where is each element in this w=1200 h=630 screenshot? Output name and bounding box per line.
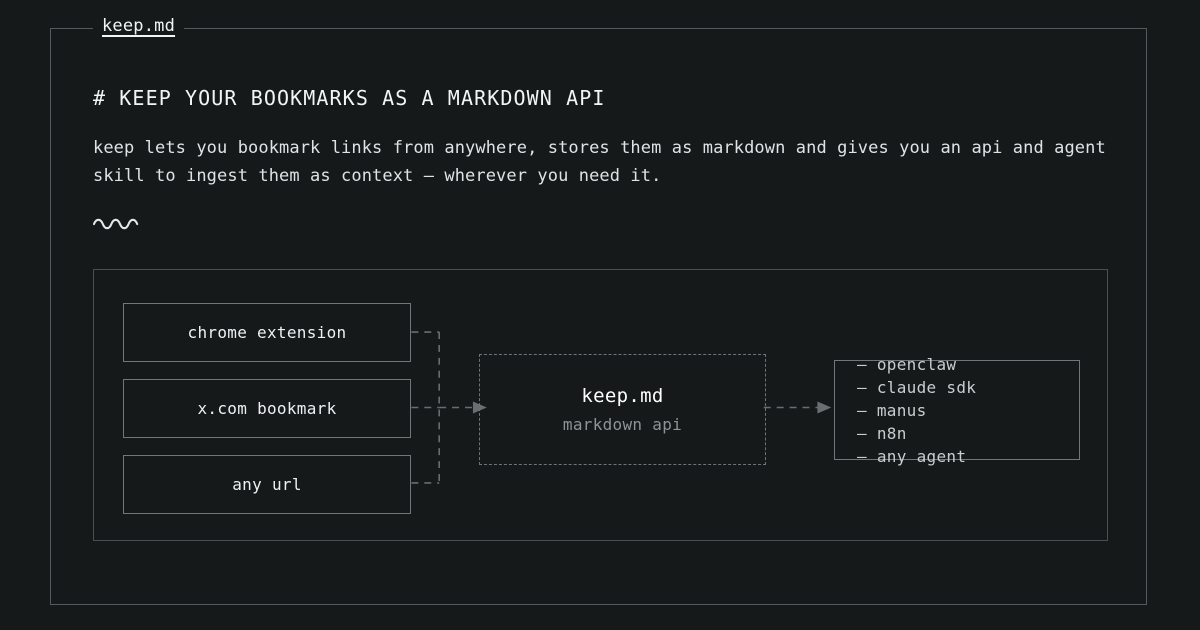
hub-title: keep.md [581, 385, 664, 407]
bullet-dash-icon: — [857, 354, 867, 374]
arrowhead-to-consumers [817, 401, 832, 414]
page-frame: keep.md # KEEP YOUR BOOKMARKS AS A MARKD… [50, 16, 1147, 605]
consumer-label: n8n [876, 423, 907, 443]
bullet-dash-icon: — [857, 400, 867, 420]
architecture-diagram: chrome extension x.com bookmark any url … [93, 269, 1108, 541]
frame-label-keep-md: keep.md [93, 16, 185, 36]
source-label: any url [232, 475, 302, 494]
hub-subtitle: markdown api [562, 415, 683, 434]
consumer-item: — claude sdk [857, 376, 976, 399]
consumer-label: claude sdk [876, 377, 977, 397]
hub-node-keep-md[interactable]: keep.md markdown api [479, 354, 766, 465]
consumer-item: — manus [857, 399, 927, 422]
source-node-x-com-bookmark[interactable]: x.com bookmark [123, 379, 411, 438]
bullet-dash-icon: — [857, 423, 867, 443]
consumers-node[interactable]: — openclaw — claude sdk — manus — n8n — … [834, 355, 1080, 466]
squiggle-divider-icon [92, 215, 139, 230]
consumer-label: openclaw [876, 354, 957, 374]
source-label: chrome extension [187, 323, 347, 342]
consumer-item: — openclaw [857, 353, 956, 376]
bullet-dash-icon: — [857, 377, 867, 397]
source-node-chrome-extension[interactable]: chrome extension [123, 303, 411, 362]
bullet-dash-icon: — [857, 446, 867, 466]
source-node-any-url[interactable]: any url [123, 455, 411, 514]
consumer-label: manus [876, 400, 927, 420]
page-description: keep lets you bookmark links from anywhe… [93, 138, 1106, 186]
consumer-item: — any agent [857, 445, 966, 468]
page-title: # KEEP YOUR BOOKMARKS AS A MARKDOWN API [93, 86, 606, 110]
source-label: x.com bookmark [197, 399, 337, 418]
consumer-label: any agent [876, 446, 967, 466]
consumer-item: — n8n [857, 422, 907, 445]
